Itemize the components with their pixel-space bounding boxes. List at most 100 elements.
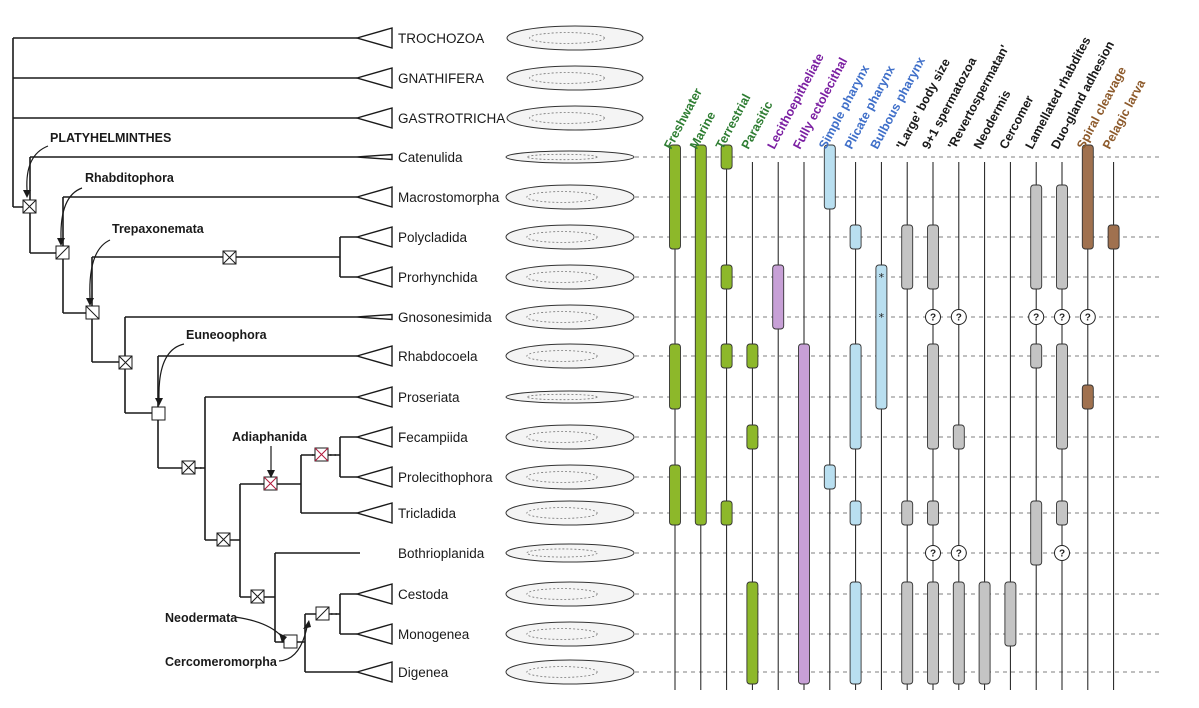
organism-sketch-detail (526, 350, 598, 362)
character-bar (823, 144, 836, 210)
unknown-marker-symbol: ? (930, 313, 936, 324)
character-bar (694, 144, 707, 526)
taxon-label: Macrostomorpha (398, 190, 500, 205)
organism-sketch-detail (526, 507, 598, 519)
taxon-triangle (354, 466, 393, 488)
taxon-triangle (354, 67, 393, 89)
organism-sketch (505, 264, 635, 290)
taxon-label: Tricladida (398, 506, 457, 521)
organism-sketch (505, 224, 635, 250)
character-bar (669, 144, 681, 250)
taxon-label: Fecampiida (398, 430, 468, 445)
organism-sketch (506, 65, 644, 91)
organism-sketch (505, 543, 635, 563)
node-crossed-box (22, 199, 37, 214)
node-half-box (55, 245, 70, 260)
character-bar (746, 343, 759, 369)
taxon-label: Cestoda (398, 587, 449, 602)
taxon-triangles (354, 27, 393, 683)
clade-label-adiaphanida: Adiaphanida (232, 430, 308, 444)
taxon-label: GNATHIFERA (398, 71, 484, 86)
organism-sketch-detail (526, 588, 598, 600)
character-bar (901, 581, 914, 685)
unknown-marker-symbol: ? (930, 549, 936, 560)
node-crossed-box (222, 250, 237, 265)
character-bar (746, 424, 759, 450)
clade-label-trepaxonemata: Trepaxonemata (112, 222, 205, 236)
unknown-marker-symbol: ? (1059, 313, 1065, 324)
character-bar (772, 264, 785, 330)
character-bar (1030, 184, 1043, 290)
character-bar (1081, 144, 1094, 250)
character-bar (720, 264, 733, 290)
clade-label-rhabditophora: Rhabditophora (85, 171, 175, 185)
clade-label-platyhelminthes: PLATYHELMINTHES (50, 131, 171, 145)
organism-sketch-detail (526, 191, 598, 203)
taxon-label: Prorhynchida (398, 270, 478, 285)
organism-sketch-detail (526, 471, 598, 483)
taxon-triangle (356, 153, 393, 161)
organism-sketch-detail (526, 231, 598, 243)
taxon-label: Monogenea (398, 627, 470, 642)
organism-sketch (505, 150, 635, 164)
taxon-triangle (354, 186, 393, 208)
taxon-label: Digenea (398, 665, 449, 680)
character-bar (1030, 500, 1043, 566)
unknown-marker (925, 309, 941, 325)
taxon-label: Bothrioplanida (398, 546, 485, 561)
unknown-marker (950, 309, 967, 325)
unknown-marker-symbol: ? (1059, 549, 1065, 560)
taxon-label: Rhabdocoela (398, 349, 478, 364)
taxon-label: TROCHOZOA (398, 31, 484, 46)
taxon-triangle (354, 27, 393, 49)
character-bar (1056, 184, 1068, 290)
organism-sketch (505, 500, 635, 526)
taxon-triangle (354, 107, 393, 129)
character-bar (978, 581, 991, 685)
organism-sketch (505, 304, 635, 330)
character-headers: FreshwaterMarineTerrestrialParasiticLeci… (661, 34, 1148, 151)
organism-sketches (505, 25, 644, 685)
taxon-label: GASTROTRICHA (398, 111, 505, 126)
unknown-marker-symbol: ? (956, 313, 962, 324)
clade-label-euneoophora: Euneoophora (186, 328, 268, 342)
clade-label-neodermata: Neodermata (165, 611, 238, 625)
organism-sketch (506, 105, 644, 131)
organism-sketch-detail (526, 431, 598, 443)
character-bar (849, 343, 862, 450)
character-bar (746, 581, 759, 685)
node-half-box (85, 305, 100, 320)
organism-sketch (505, 581, 635, 607)
organism-sketch-detail (529, 32, 605, 44)
unknown-marker-symbol: ? (1033, 313, 1039, 324)
character-bar (720, 144, 733, 170)
organism-sketch-detail (526, 666, 598, 678)
character-bar (1056, 343, 1068, 450)
unknown-marker (1079, 309, 1096, 325)
character-bar (927, 500, 939, 526)
character-bar (901, 500, 914, 526)
unknown-marker (950, 545, 967, 561)
character-bar (927, 581, 939, 685)
character-bar (875, 264, 888, 410)
taxon-triangle (354, 386, 393, 408)
character-bar (952, 424, 965, 450)
taxon-triangle (354, 345, 393, 367)
organism-sketch (505, 464, 635, 490)
node-half-box (315, 606, 330, 621)
organism-sketch (505, 184, 635, 210)
organism-sketch (505, 621, 635, 647)
taxon-triangle (354, 226, 393, 248)
asterisk-marker: * (879, 311, 885, 324)
character-bars: ????????** (669, 144, 1120, 685)
taxon-label: Gnosonesimida (398, 310, 492, 325)
taxon-triangle (354, 502, 393, 524)
organism-sketch-detail (529, 72, 605, 84)
character-bar (720, 500, 733, 526)
organism-sketch-detail (529, 112, 605, 124)
character-bar (1081, 384, 1094, 410)
taxon-triangle (354, 623, 393, 645)
unknown-marker-symbol: ? (1085, 313, 1091, 324)
node-crossed-box-red (263, 476, 278, 491)
organism-sketch (505, 424, 635, 450)
